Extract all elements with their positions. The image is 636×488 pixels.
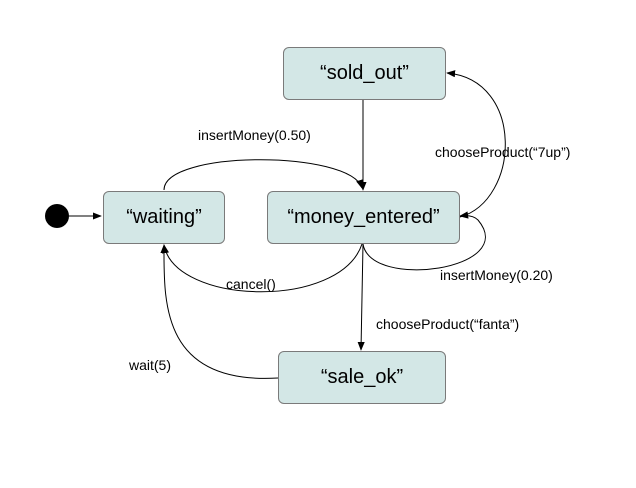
edge-sale-ok-to-waiting xyxy=(160,244,279,379)
state-sold-out: “sold_out” xyxy=(283,47,446,100)
label-insert-money-050: insertMoney(0.50) xyxy=(198,127,311,143)
label-choose-product-fanta: chooseProduct(“fanta”) xyxy=(376,316,520,332)
edge-money-entered-self-loop xyxy=(362,211,486,271)
state-sale-ok: “sale_ok” xyxy=(278,351,446,404)
label-wait-5: wait(5) xyxy=(129,357,172,373)
label-insert-money-020: insertMoney(0.20) xyxy=(440,267,553,283)
state-waiting: “waiting” xyxy=(103,191,225,244)
edge-money-entered-to-sold-out xyxy=(446,70,506,218)
label-cancel: cancel() xyxy=(226,276,276,292)
edge-money-entered-to-waiting xyxy=(161,243,363,293)
label-choose-product-7up: chooseProduct(“7up”) xyxy=(435,144,571,160)
edge-money-entered-to-sale-ok xyxy=(357,243,365,351)
initial-state-dot xyxy=(45,204,69,228)
edge-waiting-to-money-entered xyxy=(163,159,363,191)
state-money-entered: “money_entered” xyxy=(267,191,460,244)
